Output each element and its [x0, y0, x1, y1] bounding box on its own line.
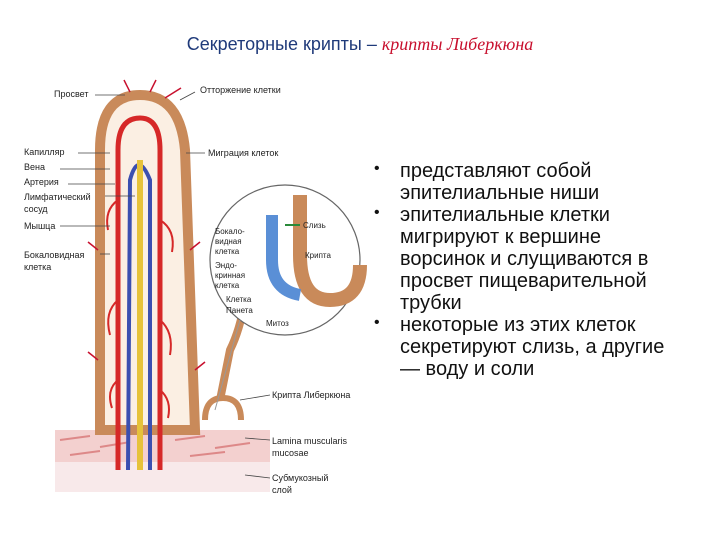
leader-lines: [60, 91, 271, 479]
label-endocrine-3: клетка: [215, 281, 240, 290]
artery-vessel: [115, 115, 163, 470]
title-accent: крипты Либеркюна: [381, 34, 534, 54]
label-mitosis: Митоз: [266, 319, 289, 328]
label-submucosa-1: Субмукозный: [272, 473, 328, 483]
label-mucus: Слизь: [303, 221, 326, 230]
crypt-base: [202, 394, 244, 421]
label-endocrine-2: кринная: [215, 271, 245, 280]
label-paneth-2: Панета: [226, 306, 253, 315]
arrows: [87, 79, 206, 371]
inset-connector: [214, 319, 241, 411]
title-main: Секреторные крипты –: [186, 34, 382, 54]
bullet-text: представляют собой эпителиальные ниши: [400, 160, 600, 204]
label-cell-migration: Миграция клеток: [208, 148, 278, 158]
label-capillary: Капилляр: [24, 147, 65, 157]
bullet-item: • эпителиальные клетки мигрируют к вершин…: [374, 204, 674, 314]
label-goblet-1: Бокаловидная: [24, 250, 84, 260]
label-lymph-1: Лимфатический: [24, 192, 91, 202]
slide-title: Секреторные крипты – крипты Либеркюна: [0, 34, 720, 55]
label-artery: Артерия: [24, 177, 59, 187]
label-lamina-1: Lamina muscularis: [272, 436, 348, 446]
label-paneth-1: Клетка: [226, 295, 252, 304]
bullet-text: некоторые из этих клеток секретируют сли…: [400, 314, 665, 380]
bullet-marker-icon: •: [374, 314, 380, 331]
label-muscle: Мышца: [24, 221, 55, 231]
muscle-fibers: [59, 435, 251, 457]
label-vein: Вена: [24, 162, 45, 172]
bullet-item: • представляют собой эпителиальные ниши: [374, 160, 674, 204]
label-goblet-inset-2: видная: [215, 237, 242, 246]
capillaries: [106, 199, 174, 419]
label-endocrine-1: Эндо-: [215, 261, 237, 270]
label-cell-shedding: Отторжение клетки: [200, 85, 281, 95]
label-goblet-2: клетка: [24, 262, 51, 272]
bullet-marker-icon: •: [374, 160, 380, 177]
label-lumen: Просвет: [54, 89, 89, 99]
inset-crypt-cells: [266, 215, 302, 301]
label-goblet-inset-3: клетка: [215, 247, 240, 256]
label-goblet-inset-1: Бокало-: [215, 227, 245, 236]
inset-crypt-epithelium: [293, 195, 367, 308]
bullet-marker-icon: •: [374, 204, 380, 221]
label-crypt: Крипта: [305, 251, 331, 260]
label-crypt-lieberkuhn: Крипта Либеркюна: [272, 390, 350, 400]
label-lymph-2: сосуд: [24, 204, 48, 214]
bullet-list: • представляют собой эпителиальные ниши •…: [374, 160, 674, 380]
label-submucosa-2: слой: [272, 485, 292, 495]
villus-outline: [95, 89, 201, 435]
bullet-text: эпителиальные клетки мигрируют к вершине…: [400, 204, 649, 314]
bullet-item: • некоторые из этих клеток секретируют сл…: [374, 314, 674, 380]
label-lamina-2: mucosae: [272, 448, 309, 458]
